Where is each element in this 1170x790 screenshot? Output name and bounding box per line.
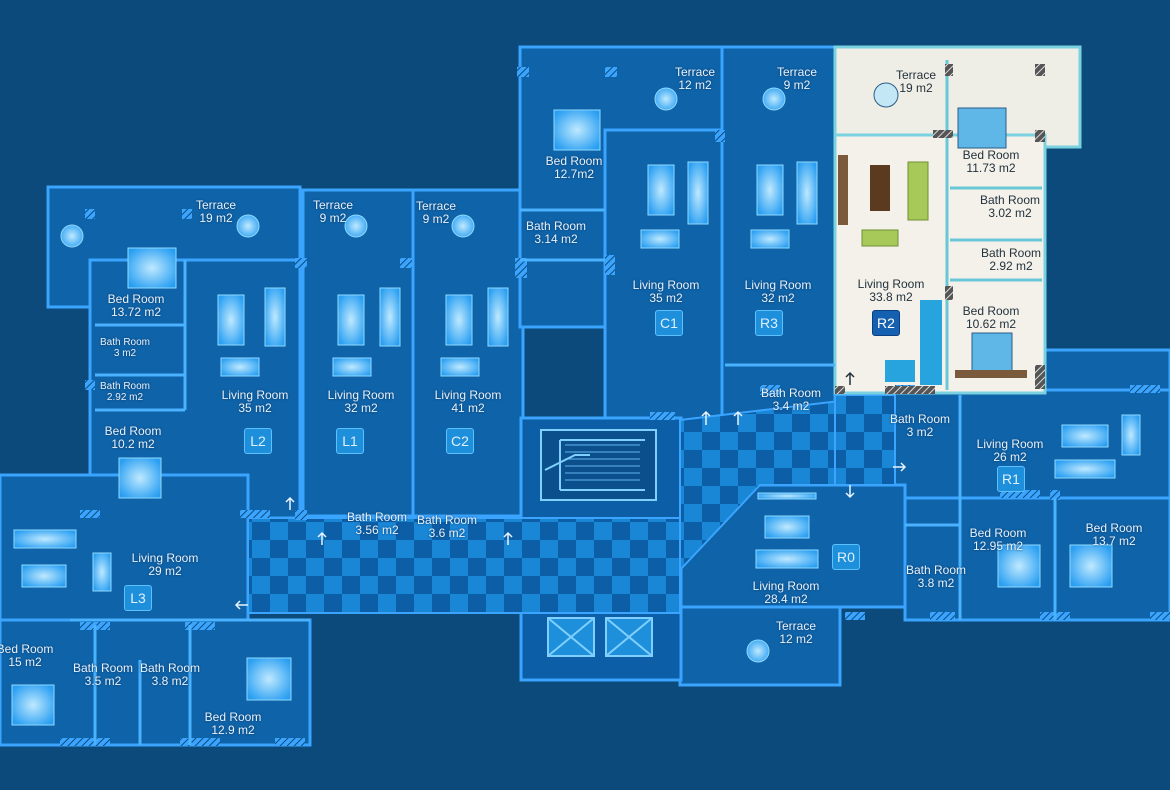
- terrace-tables: [60, 87, 786, 663]
- stair-core: [540, 429, 657, 657]
- unit-badge-r2[interactable]: R2: [872, 310, 900, 336]
- unit-badge-l3[interactable]: L3: [124, 585, 152, 611]
- unit-badge-c2[interactable]: C2: [446, 428, 474, 454]
- unit-badge-l1[interactable]: L1: [336, 428, 364, 454]
- columns-selected: [835, 64, 1045, 394]
- unit-badge-r1[interactable]: R1: [997, 466, 1025, 492]
- unit-badge-r0[interactable]: R0: [832, 544, 860, 570]
- unit-r2-selected: [833, 45, 1082, 395]
- partitions: [70, 208, 1057, 745]
- corridors: [247, 393, 896, 614]
- unit-l1: [301, 188, 415, 518]
- unit-c2: [411, 188, 525, 518]
- unit-badge-l2[interactable]: L2: [244, 428, 272, 454]
- furniture: [11, 109, 1141, 726]
- terrace-right: [1043, 348, 1170, 392]
- unit-badge-r3[interactable]: R3: [755, 310, 783, 336]
- unit-badge-c1[interactable]: C1: [655, 310, 683, 336]
- entry-arrows: [234, 371, 907, 610]
